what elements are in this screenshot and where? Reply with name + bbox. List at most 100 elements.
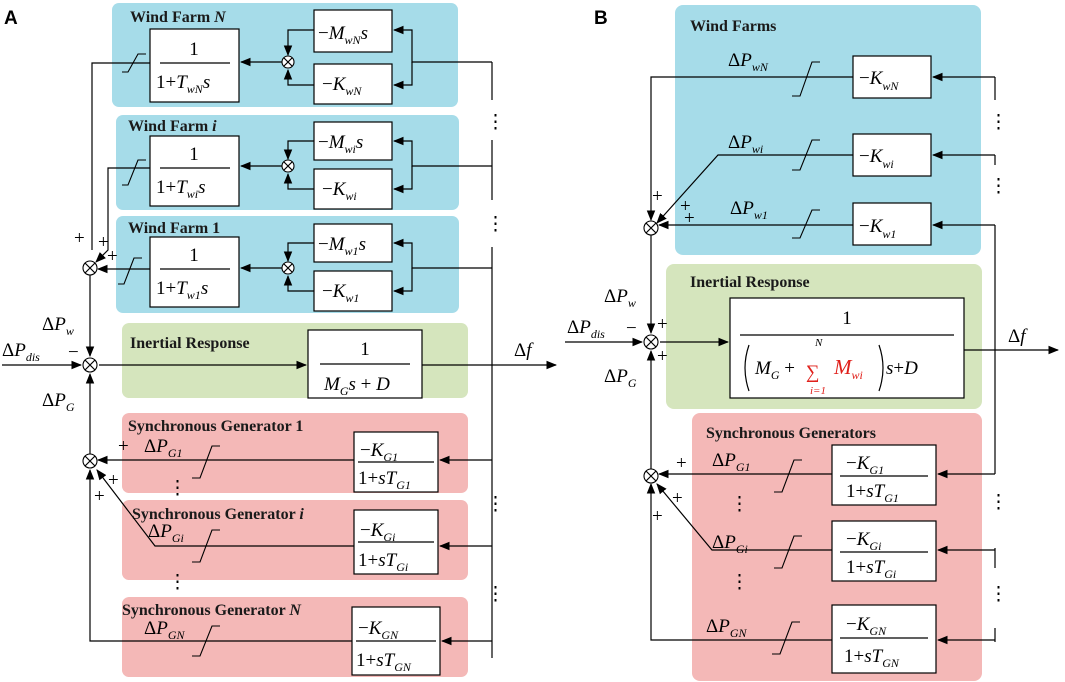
- sg1-group-b: −KG1 1+sTG1 ΔPG1 ⋮: [657, 444, 995, 515]
- main-sum-b-minus: −: [626, 318, 637, 339]
- delta-pw-label-b: ΔPw: [604, 286, 636, 310]
- wind-farms-title: Wind Farms: [690, 18, 776, 35]
- sg1-denominator-b: 1+sTG1: [846, 481, 899, 505]
- wind-n-droop-block: [313, 63, 393, 105]
- delta-pwi-label-b: ΔPwi: [728, 132, 763, 156]
- delta-pgi-label-b: ΔPGi: [712, 532, 748, 556]
- delta-pg1-label-a: ΔPG1: [144, 436, 183, 460]
- sg-sum-b-plus-n: +: [652, 506, 663, 527]
- sum-b-plus-n: +: [652, 186, 663, 207]
- delta-pg-label-b: ΔPG: [604, 366, 637, 390]
- sum-lower-limit: i=1: [810, 385, 826, 397]
- main-sum-b-plus-w: +: [657, 314, 668, 335]
- wind-farm-n-title: Wind Farm N: [130, 9, 227, 26]
- sgi-block-b: [831, 520, 937, 582]
- wind-1-group-b: −Kw1 ΔPw1: [657, 198, 995, 246]
- wind-n-lag-block: [149, 28, 240, 103]
- sgi-numerator: −KGi: [360, 520, 395, 544]
- sgn-numerator-b: −KGN: [846, 614, 887, 638]
- sum-a-plus-i: +: [98, 232, 109, 253]
- sgi-denominator-b: 1+sTGi: [846, 557, 896, 581]
- sg1-denominator: 1+sTG1: [358, 468, 411, 492]
- wind-farm-i-group: 1 1+Twis −Mwis −Kwi: [95, 121, 492, 263]
- delta-pgn-label-b: ΔPGN: [706, 616, 747, 640]
- delta-pgi-label-a: ΔPGi: [148, 521, 184, 545]
- delta-f-label-a: Δf: [514, 340, 534, 361]
- bus-a-dots-1: ⋮: [486, 112, 505, 133]
- inertial-b-numerator: 1: [842, 308, 852, 329]
- wind-i-lag-block: [149, 135, 240, 207]
- sg-sum-b-plus-1: +: [676, 453, 687, 474]
- sync-gen-1-title: Synchronous Generator 1: [128, 418, 303, 435]
- sum-b-plus-i: +: [680, 196, 691, 217]
- sgi-numerator-b: −KGi: [846, 529, 881, 553]
- panel-a-label: A: [4, 8, 18, 29]
- wind-i-droop-label: −Kwi: [322, 179, 357, 203]
- delta-pw1-label-b: ΔPw1: [730, 198, 768, 222]
- sgn-numerator: −KGN: [358, 618, 399, 642]
- sg1-dots-b: ⋮: [730, 494, 749, 515]
- delta-pdis-label-b: ΔPdis: [567, 317, 605, 341]
- wind-1-droop-block: [313, 270, 393, 312]
- sgn-denominator-b: 1+sTGN: [844, 646, 900, 670]
- bus-b-dots-4: ⋮: [989, 584, 1008, 605]
- wind-farm-1-title: Wind Farm 1: [128, 220, 220, 237]
- inertial-b-mwi: Mwi: [833, 355, 863, 382]
- wind-n-lag-numerator: 1: [189, 39, 199, 60]
- sgn-block-b: [831, 604, 937, 674]
- bus-b-dots-1: ⋮: [989, 112, 1008, 133]
- sgn-group-b: −KGN 1+sTGN ΔPGN: [646, 482, 995, 674]
- delta-pgn-label-a: ΔPGN: [144, 618, 185, 642]
- wind-n-gain-label-b: −KwN: [859, 68, 899, 93]
- bus-a-dots-3: ⋮: [486, 494, 505, 515]
- inertial-b-mg: MG +: [754, 358, 795, 382]
- wind-i-inertia-block: [313, 121, 393, 161]
- sg1-numerator: −KG1: [360, 440, 398, 464]
- sum-a-plus-n: +: [74, 228, 85, 249]
- sync-gen-n-title: Synchronous Generator N: [122, 602, 302, 619]
- summation-symbol: ∑: [806, 362, 820, 383]
- wind-i-gain-label-b: −Kwi: [859, 146, 894, 171]
- wind-1-inertia-block: [313, 223, 393, 263]
- wind-farms-region: [675, 5, 981, 255]
- wind-1-lag-denominator: 1+Tw1s: [156, 278, 208, 302]
- sync-gen-1-group: −KG1 1+sTG1 ΔPG1 ⋮: [96, 431, 492, 499]
- wind-1-inertia-label: −Mw1s: [318, 234, 366, 258]
- wind-farm-i-title: Wind Farm i: [128, 118, 217, 135]
- wind-1-gain-block-b: [852, 202, 932, 246]
- panel-b-label: B: [594, 8, 608, 29]
- sum-upper-limit: N: [814, 337, 823, 349]
- bus-b-dots-3: ⋮: [989, 492, 1008, 513]
- delta-pg1-label-b: ΔPG1: [712, 450, 751, 474]
- inertial-response-block-b: [729, 297, 965, 399]
- wind-i-group-b: −Kwi ΔPwi: [656, 132, 995, 224]
- sgn-denominator: 1+sTGN: [356, 650, 412, 674]
- sg1-block-b: [831, 444, 937, 506]
- delta-pg-label-a: ΔPG: [42, 390, 75, 414]
- bus-a-dots-2: ⋮: [486, 214, 505, 235]
- wind-1-droop-label: −Kw1: [322, 281, 359, 305]
- inertial-b-tail: s+D: [886, 358, 918, 379]
- delta-pdis-label-a: ΔPdis: [2, 340, 40, 364]
- wind-n-inertia-label: −MwNs: [318, 23, 368, 47]
- wind-1-lag-numerator: 1: [189, 245, 199, 266]
- wind-farm-1-group: 1 1+Tw1s −Mw1s −Kw1: [96, 223, 492, 312]
- inertial-a-numerator: 1: [360, 339, 370, 360]
- inertial-response-title-a: Inertial Response: [130, 335, 250, 352]
- sgi-group-b: −KGi 1+sTGi ΔPGi ⋮: [656, 483, 995, 593]
- wind-n-droop-label: −KwN: [322, 74, 362, 98]
- sync-gens-title: Synchronous Generators: [706, 425, 876, 442]
- wind-i-inertia-label: −Mwis: [318, 132, 363, 156]
- sg-sum-a-plus-i: +: [108, 470, 119, 491]
- inertial-a-denominator: MGs + D: [323, 374, 390, 398]
- wind-i-droop-block: [313, 168, 393, 210]
- sg-sum-a-plus-n: +: [94, 486, 105, 507]
- wind-1-gain-label-b: −Kw1: [859, 216, 896, 241]
- sum-a-plus-1: +: [107, 246, 118, 267]
- sync-gen-i-group: −KGi 1+sTGi ΔPGi ⋮: [96, 469, 492, 593]
- sg-sum-a-plus-1: +: [118, 436, 129, 457]
- bus-b-dots-2: ⋮: [989, 176, 1008, 197]
- wind-i-lag-denominator: 1+Twis: [156, 177, 206, 201]
- sgi-dots: ⋮: [168, 572, 187, 593]
